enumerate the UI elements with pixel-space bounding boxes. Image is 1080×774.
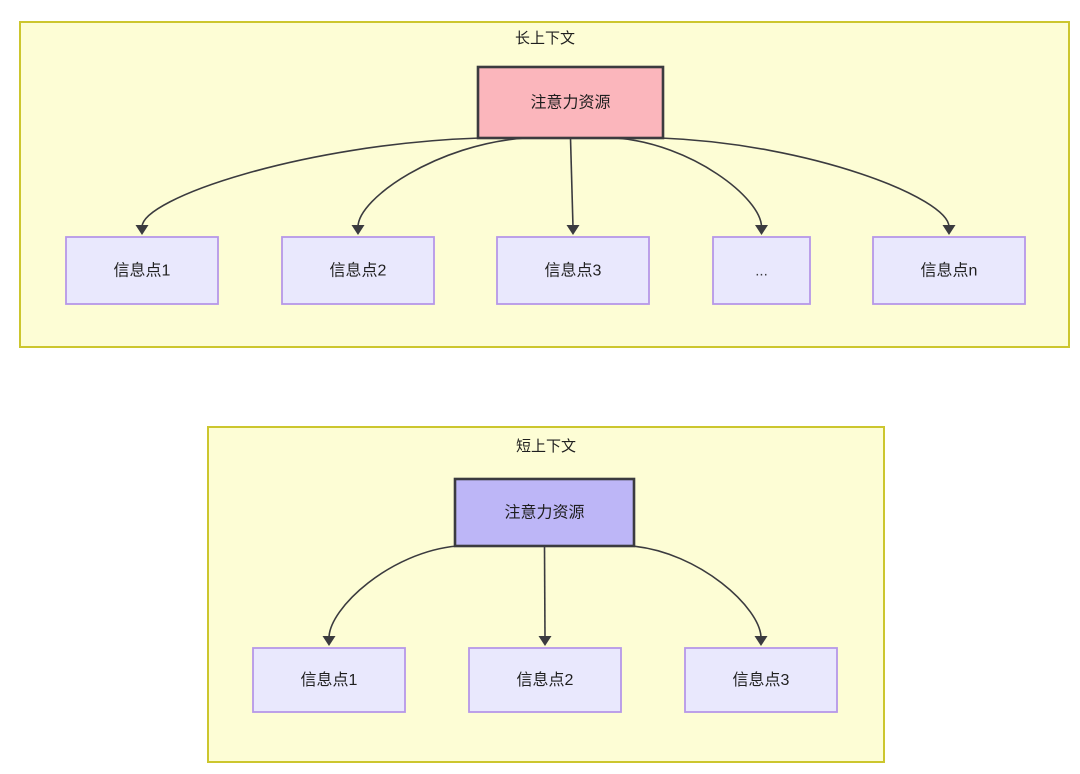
leaf-node-3[interactable] xyxy=(684,647,838,713)
root-node-short-context[interactable] xyxy=(453,477,636,548)
leaf-node-label-4: ... xyxy=(755,262,768,279)
arrow-head-5 xyxy=(942,225,956,235)
arrow-head-3 xyxy=(754,636,768,646)
arrow-head-3 xyxy=(566,225,580,235)
root-node-long-context[interactable] xyxy=(476,65,665,140)
leaf-node-label-1: 信息点1 xyxy=(301,671,358,689)
leaf-node-label-1: 信息点1 xyxy=(114,262,171,280)
leaf-node-label-2: 信息点2 xyxy=(330,262,387,280)
leaf-node-2[interactable] xyxy=(468,647,622,713)
edge-root-to-leaf-3 xyxy=(569,137,574,228)
arrow-head-4 xyxy=(755,225,768,235)
group-title-long-context: 长上下文 xyxy=(515,30,575,47)
leaf-node-1[interactable] xyxy=(252,647,406,713)
leaf-node-label-5: 信息点n xyxy=(921,262,978,280)
edge-root-to-leaf-4 xyxy=(615,137,763,228)
root-node-label: 注意力资源 xyxy=(504,503,584,522)
leaf-node-5[interactable] xyxy=(872,236,1026,305)
arrow-head-1 xyxy=(135,225,149,235)
edge-root-to-leaf-2 xyxy=(357,137,526,228)
leaf-node-label-3: 信息点3 xyxy=(545,262,602,280)
arrow-head-2 xyxy=(351,225,365,235)
arrow-head-2 xyxy=(538,636,552,646)
leaf-node-label-3: 信息点3 xyxy=(733,671,790,689)
root-node-label: 注意力资源 xyxy=(530,93,610,112)
leaf-node-label-2: 信息点2 xyxy=(517,671,574,689)
edge-root-to-leaf-2 xyxy=(543,545,546,639)
arrow-head-1 xyxy=(322,636,336,646)
edge-root-to-leaf-5 xyxy=(660,137,950,228)
leaf-node-2[interactable] xyxy=(281,236,435,305)
leaf-node-4[interactable] xyxy=(712,236,811,305)
edge-root-to-leaf-1 xyxy=(141,137,481,228)
edge-root-to-leaf-1 xyxy=(328,545,458,639)
edge-root-to-leaf-3 xyxy=(631,545,762,639)
leaf-node-1[interactable] xyxy=(65,236,219,305)
group-title-short-context: 短上下文 xyxy=(516,438,576,455)
leaf-node-3[interactable] xyxy=(496,236,650,305)
